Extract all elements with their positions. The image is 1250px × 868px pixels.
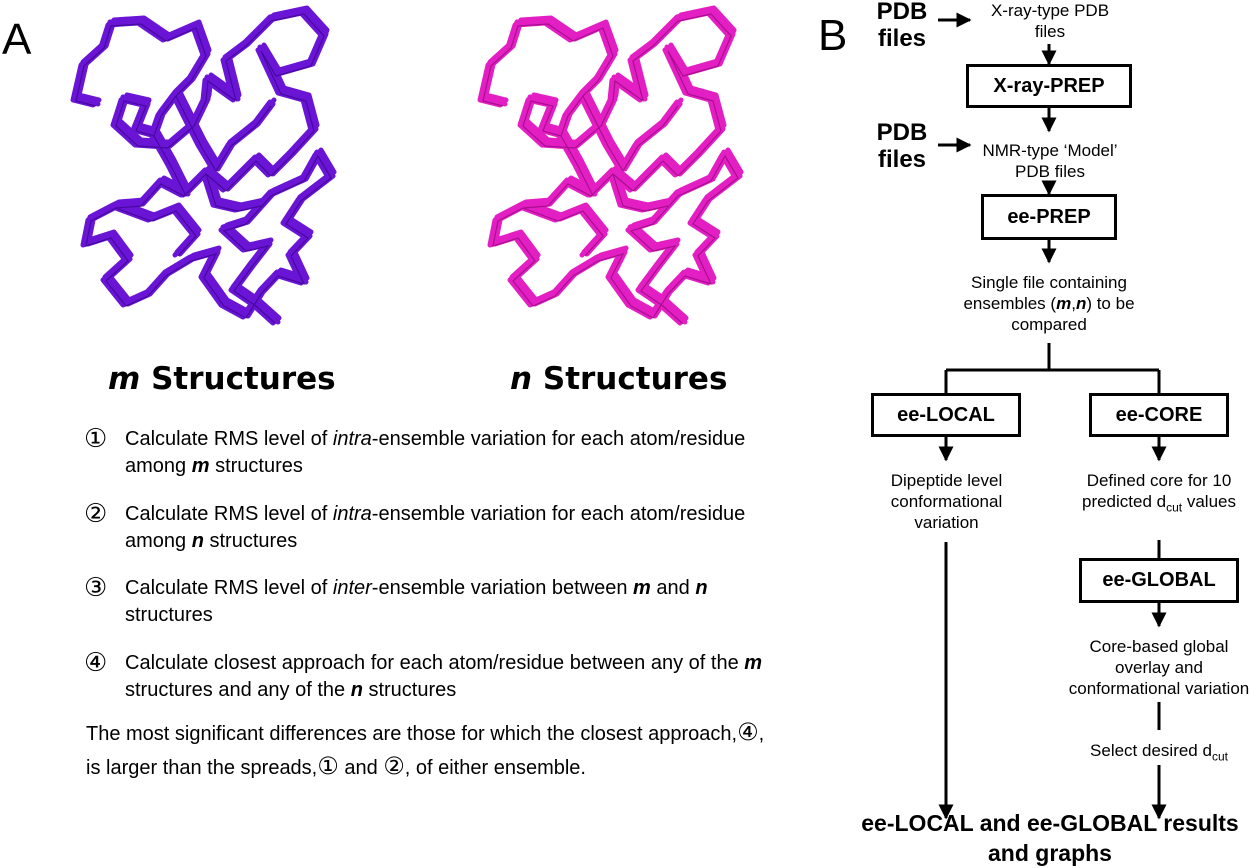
panel-b-label: B xyxy=(818,11,848,60)
summary-text: The most significant differences are tho… xyxy=(86,718,765,780)
ee-prep-box: ee-PREP xyxy=(981,194,1117,240)
step-4: ④ Calculate closest approach for each at… xyxy=(84,648,763,701)
dipeptide-variation-text: Dipeptide level conformational variation xyxy=(890,471,1003,532)
xray-type-files-text: X-ray-type PDB files xyxy=(990,1,1110,41)
ee-core-box: ee-CORE xyxy=(1089,393,1229,437)
panel-a-label: A xyxy=(2,15,32,64)
ee-global-box: ee-GLOBAL xyxy=(1079,558,1239,603)
xray-prep-box: X-ray-PREP xyxy=(966,64,1132,108)
final-results-text: ee-LOCAL and ee-GLOBAL results and graph… xyxy=(861,810,1239,866)
single-file-text: Single file containing ensembles (m,n) t… xyxy=(963,273,1135,334)
select-dcut-text: Select desired dcut xyxy=(1090,741,1228,764)
core-based-overlay-text: Core-based global overlay and conformati… xyxy=(1068,637,1250,698)
defined-core-text: Defined core for 10 predicted dcut value… xyxy=(1081,471,1236,515)
nmr-type-files-text: NMR-type ‘Model’ PDB files xyxy=(982,141,1118,181)
ee-local-box: ee-LOCAL xyxy=(871,393,1021,437)
step-2: ② Calculate RMS level of intra-ensemble … xyxy=(84,499,746,552)
step-3: ③ Calculate RMS level of inter-ensemble … xyxy=(84,573,708,626)
m-structures-title: m Structures xyxy=(108,361,336,397)
step-1: ① Calculate RMS level of intra-ensemble … xyxy=(84,424,746,477)
pdb-files-label-1: PDB files xyxy=(876,0,928,52)
pdb-files-label-2: PDB files xyxy=(876,119,928,173)
n-structures-title: n Structures xyxy=(510,361,728,397)
